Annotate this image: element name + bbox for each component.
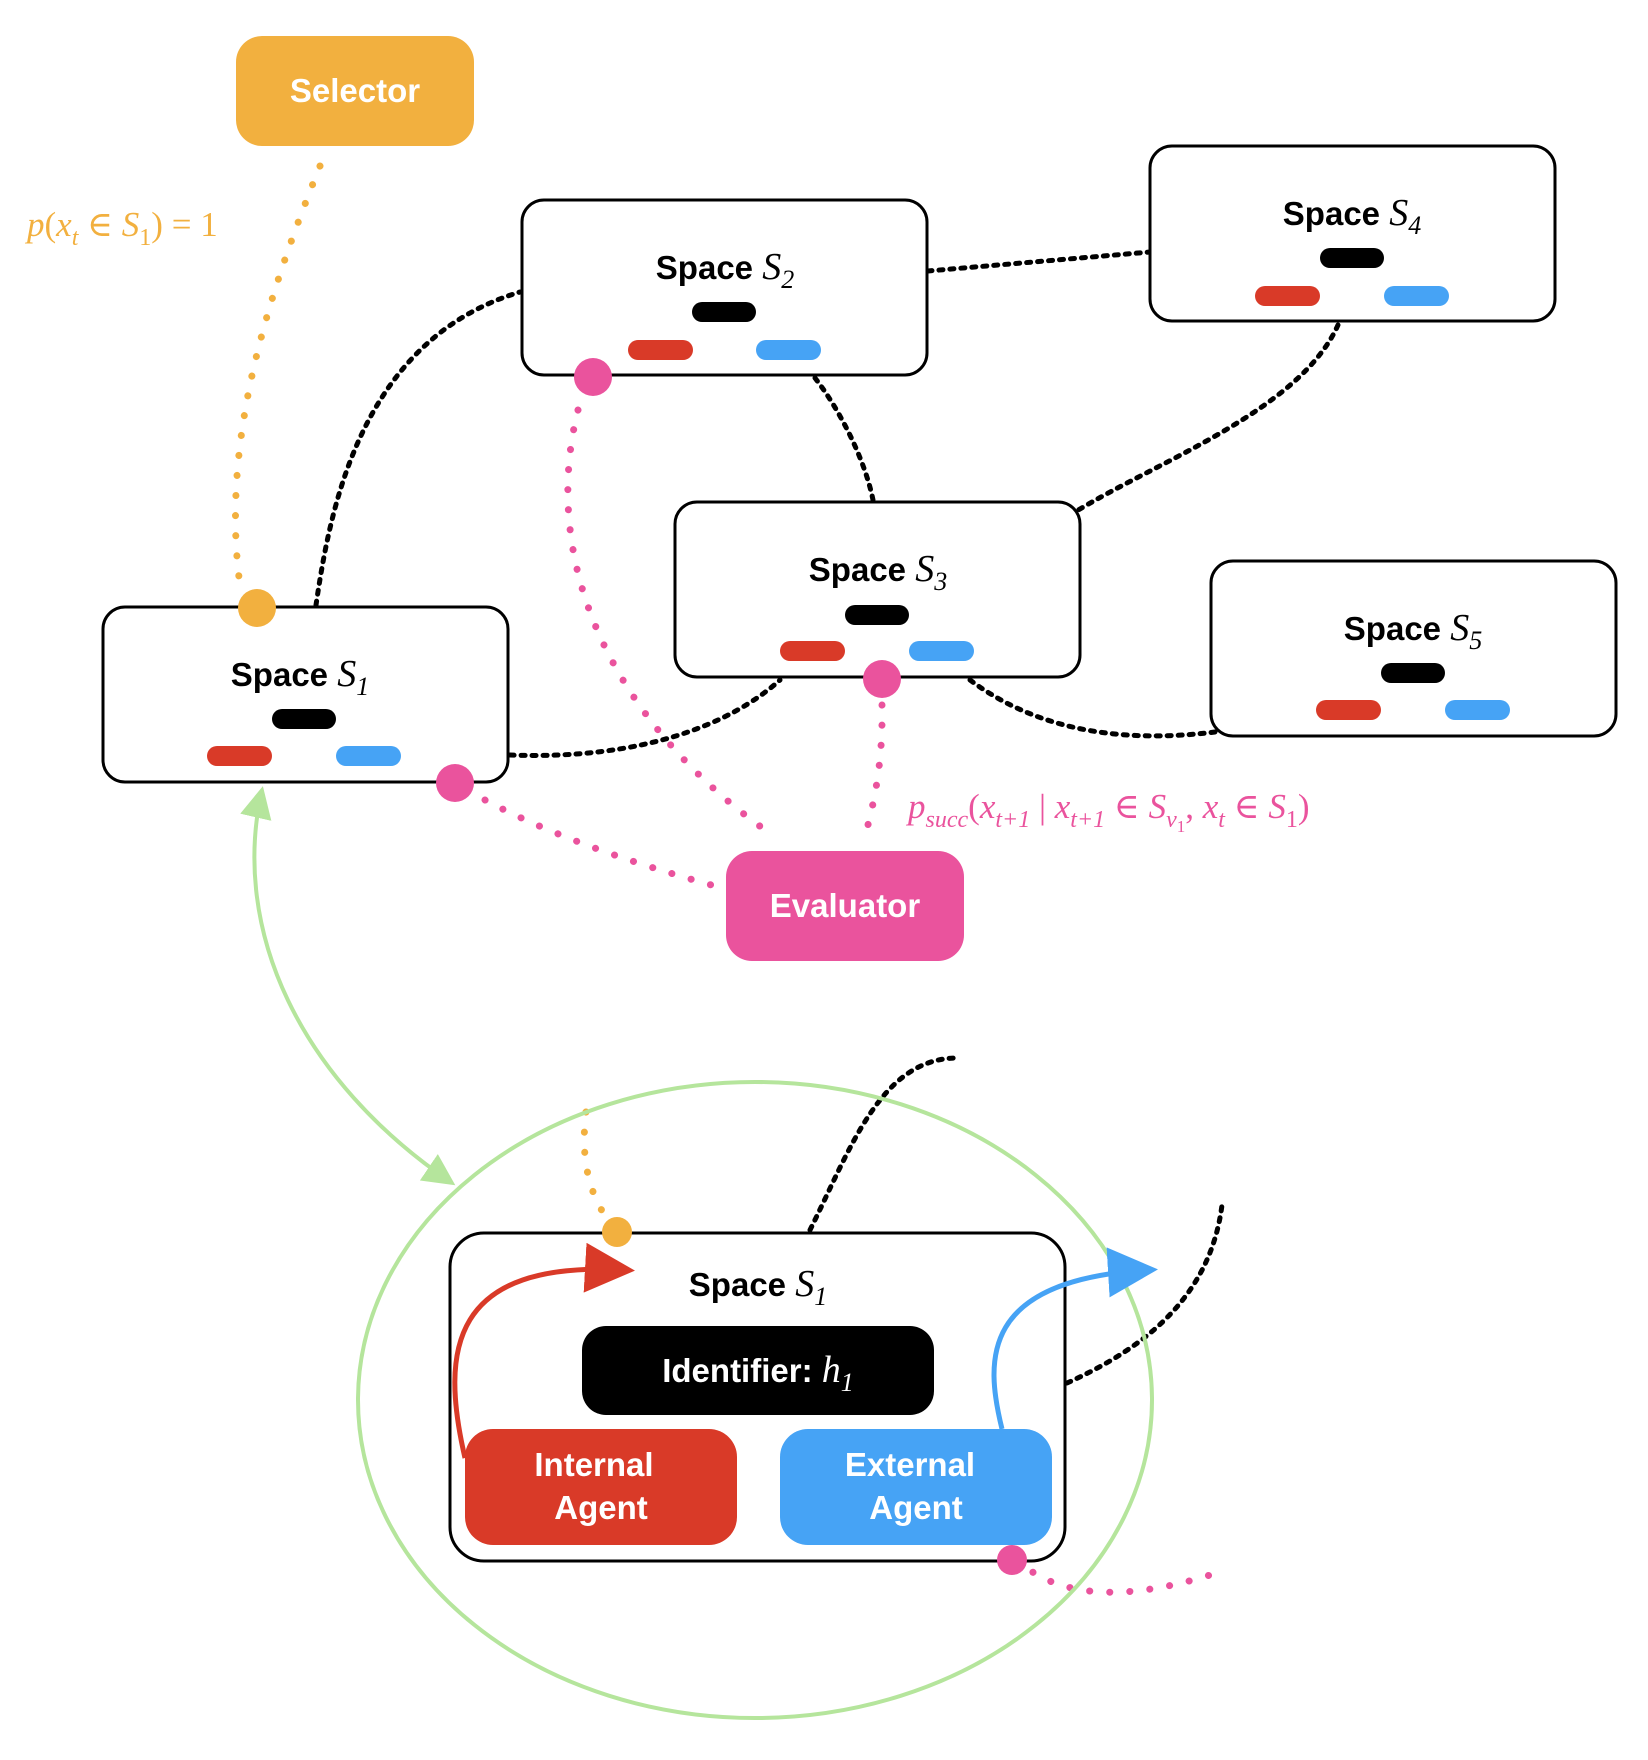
space-s5-node: Space S5 — [1209, 559, 1618, 738]
identifier-label: Identifier: h1 — [662, 1349, 854, 1397]
link-detail-right — [1064, 1202, 1225, 1386]
internal-agent-arrow — [452, 1242, 635, 1459]
detail-space-title: Space S1 — [689, 1263, 827, 1311]
selector-port-s1 — [238, 589, 276, 627]
zoom-arrow — [240, 786, 456, 1186]
space-s5-title: Space S5 — [1344, 607, 1482, 655]
detail-highlight-ellipse — [356, 1080, 1154, 1720]
space-s3-title: Space S3 — [809, 548, 947, 596]
selector-box — [236, 36, 474, 146]
external-agent-label-line2: Agent — [869, 1489, 963, 1526]
space-s4-title: Space S4 — [1283, 192, 1421, 240]
space-s3-internal-bar — [780, 641, 845, 661]
evaluator-probability: psucc(xt+1 | xt+1 ∈ Sv1, xt ∈ S1) — [905, 787, 1310, 836]
space-s1-node: Space S1 — [101, 605, 510, 784]
selector-to-detail — [580, 1108, 612, 1224]
space-s2-external-bar — [756, 340, 821, 360]
s2-to-evaluator — [564, 406, 772, 836]
s1-to-evaluator — [481, 796, 719, 890]
space-s4-node: Space S4 — [1148, 144, 1557, 323]
link-s1-s2 — [313, 289, 523, 608]
space-s3-identifier-bar — [845, 605, 909, 625]
external-agent-box — [780, 1429, 1052, 1545]
space-s3-external-bar — [909, 641, 974, 661]
space-s4-internal-bar — [1255, 286, 1320, 306]
space-s4-external-bar — [1384, 286, 1449, 306]
selector-to-s1 — [232, 162, 324, 589]
detail-to-next — [1013, 1556, 1214, 1596]
space-s1-box — [101, 605, 510, 784]
selector-links — [232, 162, 612, 1224]
evaluator-links — [481, 406, 1214, 1596]
space-s4-identifier-bar — [1320, 248, 1384, 268]
internal-agent-label-line2: Agent — [554, 1489, 648, 1526]
space-s3-box — [673, 500, 1082, 679]
external-agent-arrow — [991, 1247, 1158, 1430]
space-s3-node: Space S3 — [673, 500, 1082, 679]
evaluator-port-s3 — [863, 660, 901, 698]
internal-agent-label-line1: Internal — [534, 1446, 653, 1483]
selector-label: Selector — [290, 72, 420, 109]
selector-probability: p(xt ∈ S1) = 1 — [24, 205, 218, 251]
evaluator-port-s2 — [574, 358, 612, 396]
evaluator-port-s1 — [436, 764, 474, 802]
space-s5-external-bar — [1445, 700, 1510, 720]
selector-node: Selector — [236, 36, 474, 146]
space-s1-external-bar — [336, 746, 401, 766]
space-s1-title: Space S1 — [231, 653, 369, 701]
space-s1-internal-bar — [207, 746, 272, 766]
evaluator-box — [726, 851, 964, 961]
link-s2-s3 — [812, 375, 876, 503]
evaluator-label: Evaluator — [770, 887, 921, 924]
link-s3-s5 — [967, 677, 1218, 739]
link-s1-s3 — [507, 677, 783, 758]
identifier-box — [582, 1326, 934, 1415]
link-s2-s4 — [925, 249, 1153, 274]
space-s5-internal-bar — [1316, 700, 1381, 720]
internal-agent-box — [465, 1429, 737, 1545]
detail-space-box — [448, 1231, 1067, 1563]
s3-to-evaluator — [861, 701, 886, 840]
evaluator-port-detail — [997, 1545, 1027, 1575]
space-s5-box — [1209, 559, 1618, 738]
ports — [238, 358, 1027, 1575]
evaluator-node: Evaluator — [726, 851, 964, 961]
space-s2-title: Space S2 — [656, 246, 794, 294]
space-s1-identifier-bar — [272, 709, 336, 729]
link-s4-s3 — [1072, 322, 1341, 515]
detail-space-s1-node: Space S1 Identifier: h1 Internal Agent E… — [448, 1231, 1158, 1563]
space-s2-internal-bar — [628, 340, 693, 360]
space-s5-identifier-bar — [1381, 663, 1445, 683]
space-s2-box — [520, 198, 929, 377]
space-links — [313, 249, 1341, 1386]
space-s2-identifier-bar — [692, 302, 756, 322]
space-s2-node: Space S2 — [520, 198, 929, 377]
link-detail-top — [807, 1055, 958, 1233]
space-s4-box — [1148, 144, 1557, 323]
selector-port-detail — [602, 1217, 632, 1247]
external-agent-label-line1: External — [845, 1446, 975, 1483]
